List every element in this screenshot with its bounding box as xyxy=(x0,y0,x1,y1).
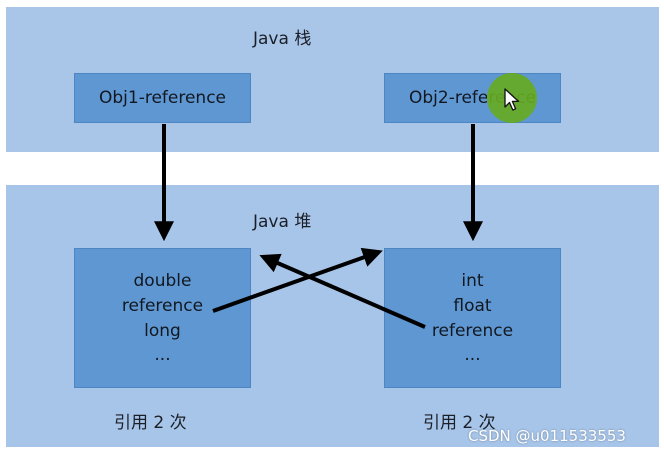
arrow-obj2-field-to-obj1 xyxy=(259,253,426,329)
obj1-field: long xyxy=(144,321,181,341)
mouse-pointer-icon xyxy=(504,88,520,111)
obj2-reference-count: 引用 2 次 xyxy=(423,413,496,433)
obj2-heap-object: int float reference ... xyxy=(384,248,561,388)
obj1-field: reference xyxy=(121,296,204,316)
arrow-obj1-field-to-obj2 xyxy=(212,247,383,313)
obj2-field: float xyxy=(453,296,492,316)
obj1-field: double xyxy=(133,271,192,291)
watermark: CSDN @u011533553 xyxy=(468,427,626,445)
java-heap-title: Java 堆 xyxy=(253,212,312,232)
obj2-field: ... xyxy=(464,345,481,365)
obj2-field: reference xyxy=(431,321,514,341)
obj1-heap-object: double reference long ... xyxy=(74,248,251,388)
obj1-field: ... xyxy=(154,345,171,365)
obj1-reference-count: 引用 2 次 xyxy=(114,413,187,433)
obj2-field: int xyxy=(461,271,484,291)
java-stack-title: Java 栈 xyxy=(253,29,312,49)
obj1-reference-box: Obj1-reference xyxy=(74,73,251,123)
